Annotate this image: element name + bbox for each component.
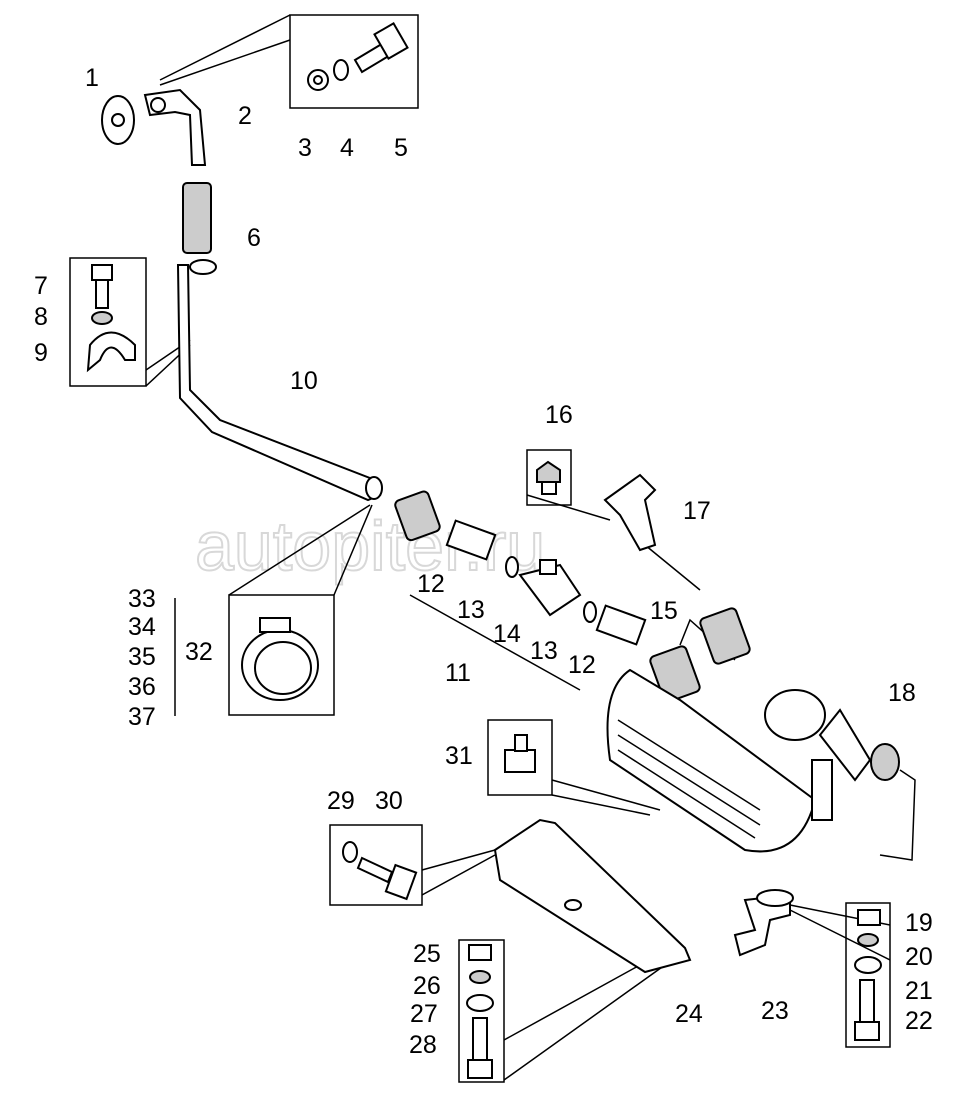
callout-32: 32	[185, 638, 213, 666]
callout-12: 12	[417, 570, 445, 598]
part-washer-26	[469, 970, 491, 984]
callout-37: 37	[128, 703, 156, 731]
box-bolt	[329, 824, 423, 906]
part-bolt-22	[854, 979, 880, 1041]
callout-8: 8	[34, 303, 48, 331]
callout-4: 4	[340, 134, 354, 162]
callout-14: 14	[493, 620, 521, 648]
part-oring-13a	[505, 556, 519, 578]
callout-22: 22	[905, 1007, 933, 1035]
part-hose-clamp-32	[241, 617, 319, 701]
part-heater-18	[606, 668, 916, 861]
watermark: autopiter.ru	[195, 507, 545, 585]
part-gasket	[101, 95, 135, 145]
callout-34: 34	[128, 613, 156, 641]
part-bolt-28	[467, 1017, 493, 1079]
part-washer-21	[854, 956, 882, 974]
part-valve-31	[504, 734, 536, 773]
callout-17: 17	[683, 497, 711, 525]
callout-23: 23	[761, 997, 789, 1025]
part-nut-25	[468, 944, 492, 961]
callout-24: 24	[675, 1000, 703, 1028]
callout-35: 35	[128, 643, 156, 671]
part-elbow-23	[733, 889, 794, 957]
part-washer-8	[91, 311, 113, 325]
part-pipe-10	[176, 259, 383, 502]
callout-3: 3	[298, 134, 312, 162]
part-bolt-30	[356, 856, 418, 901]
callout-28: 28	[409, 1031, 437, 1059]
box-plug	[526, 449, 572, 506]
callout-1: 1	[85, 64, 99, 92]
part-hose-11	[394, 490, 441, 542]
callout-26: 26	[413, 972, 441, 1000]
part-clamp-9	[86, 331, 136, 373]
callout-30: 30	[375, 787, 403, 815]
part-washer	[307, 69, 329, 91]
box-valve	[487, 719, 553, 796]
callout-18: 18	[888, 679, 916, 707]
callout-5: 5	[394, 134, 408, 162]
part-nut-19	[857, 909, 881, 926]
callout-20: 20	[905, 943, 933, 971]
box-hose-clamp	[228, 594, 335, 716]
part-bolt-top	[353, 22, 409, 74]
part-plug-16	[536, 460, 561, 495]
part-washer-27	[466, 994, 494, 1012]
part-tee-14	[518, 559, 582, 617]
callout-2: 2	[238, 102, 252, 130]
callout-7: 7	[34, 272, 48, 300]
callout-29: 29	[327, 787, 355, 815]
part-hose-15	[649, 607, 751, 703]
callout-31: 31	[445, 742, 473, 770]
callout-9: 9	[34, 339, 48, 367]
box-clamp	[69, 257, 147, 387]
callout-21: 21	[905, 977, 933, 1005]
box-fasteners-top	[289, 14, 419, 109]
box-bracket-fasteners	[458, 939, 505, 1083]
box-mount-fasteners	[845, 902, 891, 1048]
callout-13: 13	[530, 637, 558, 665]
part-bolt-7	[91, 264, 113, 309]
callout-15: 15	[650, 597, 678, 625]
part-lock-washer	[333, 59, 349, 81]
callout-6: 6	[247, 224, 261, 252]
callout-19: 19	[905, 909, 933, 937]
leader-lines	[145, 14, 891, 1081]
part-washer-20	[857, 933, 879, 947]
callout-16: 16	[545, 401, 573, 429]
callout-36: 36	[128, 673, 156, 701]
callout-11: 11	[445, 659, 471, 687]
part-bracket-24	[493, 818, 692, 974]
part-oring-13b	[583, 601, 597, 623]
callout-12: 12	[568, 651, 596, 679]
part-washer-29	[342, 841, 358, 863]
callout-25: 25	[413, 940, 441, 968]
part-sleeve	[182, 182, 212, 254]
callout-10: 10	[290, 367, 318, 395]
part-elbow-pipe	[143, 88, 207, 166]
part-fitting-12a	[445, 519, 497, 561]
part-fitting-12b	[595, 604, 647, 646]
callout-13: 13	[457, 596, 485, 624]
part-elbow-17	[603, 473, 657, 552]
callout-27: 27	[410, 1000, 438, 1028]
callout-33: 33	[128, 585, 156, 613]
callout-labels: 1 2 3 4 5 6 7 8 9 10 11 12 13 14 13 12 1…	[34, 64, 933, 1059]
